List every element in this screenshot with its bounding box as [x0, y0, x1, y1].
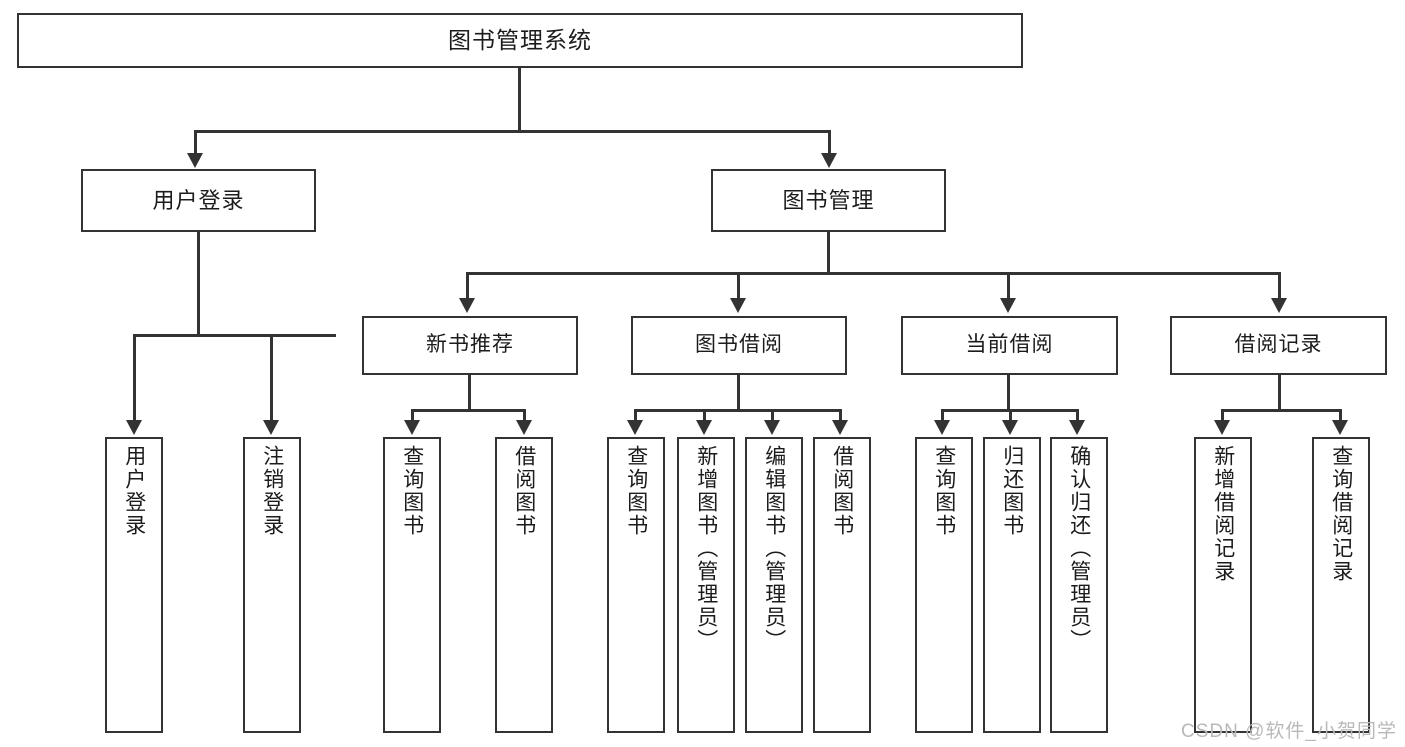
arrowhead-new-book-recommend — [459, 298, 475, 313]
arrowhead-borrow-record-leaf-2 — [1332, 420, 1348, 435]
leaf-add-book-admin[interactable]: 新增图书（管理员） — [677, 437, 735, 733]
connector-book-borrow-trunk — [737, 375, 740, 411]
connector-borrow-record-leaf-2 — [1339, 409, 1342, 421]
connector-current-borrow-trunk — [1007, 375, 1010, 411]
arrowhead-borrow-record — [1271, 298, 1287, 313]
leaf-confirm-return-admin[interactable]: 确认归还（管理员） — [1050, 437, 1108, 733]
connector-new-book-trunk — [468, 375, 471, 411]
arrowhead-book-management — [821, 153, 837, 168]
connector-book-borrow-leaf-3 — [771, 409, 774, 421]
arrowhead-book-borrow-leaf-4 — [832, 420, 848, 435]
node-current-borrow[interactable]: 当前借阅 — [901, 316, 1118, 375]
arrowhead-user-login — [187, 153, 203, 168]
arrowhead-book-borrow-leaf-1 — [627, 420, 643, 435]
leaf-label: 确认归还（管理员） — [1067, 445, 1091, 652]
leaf-query-book-current[interactable]: 查询图书 — [915, 437, 973, 733]
node-label: 借阅记录 — [1234, 333, 1323, 357]
connector-current-borrow-leaf-2 — [1009, 409, 1012, 421]
node-label: 图书管理 — [782, 187, 875, 213]
leaf-label: 注销登录 — [260, 445, 284, 537]
leaf-label: 查询借阅记录 — [1329, 445, 1353, 583]
connector-book-borrow-leaf-1 — [634, 409, 637, 421]
connector-root-bar — [194, 130, 831, 133]
node-label: 当前借阅 — [965, 333, 1054, 357]
connector-to-new-book-recommend — [466, 272, 469, 300]
node-label: 新书推荐 — [426, 333, 514, 357]
node-borrow-record[interactable]: 借阅记录 — [1170, 316, 1387, 375]
node-new-book-recommend[interactable]: 新书推荐 — [362, 316, 578, 375]
leaf-label: 编辑图书（管理员） — [762, 445, 786, 652]
arrowhead-current-borrow-leaf-1 — [934, 420, 950, 435]
leaf-label: 用户登录 — [122, 445, 146, 537]
connector-book-borrow-leaf-4 — [839, 409, 842, 421]
leaf-label: 查询图书 — [932, 445, 956, 537]
connector-current-borrow-leaf-3 — [1076, 409, 1079, 421]
node-label: 图书管理系统 — [448, 27, 592, 54]
connector-user-login-leaf-1 — [133, 334, 136, 421]
leaf-label: 新增借阅记录 — [1211, 445, 1235, 583]
leaf-logout[interactable]: 注销登录 — [243, 437, 301, 733]
connector-to-book-borrow — [737, 272, 740, 300]
connector-book-borrow-bar — [634, 409, 841, 412]
leaf-label: 查询图书 — [400, 445, 424, 537]
arrowhead-current-borrow — [1000, 298, 1016, 313]
connector-borrow-record-bar — [1221, 409, 1341, 412]
node-label: 图书借阅 — [695, 333, 783, 357]
connector-borrow-record-trunk — [1278, 375, 1281, 411]
connector-new-book-leaf-2 — [523, 409, 526, 421]
connector-book-borrow-leaf-2 — [703, 409, 706, 421]
leaf-label: 借阅图书 — [830, 445, 854, 537]
arrowhead-new-book-leaf-2 — [516, 420, 532, 435]
node-label: 用户登录 — [152, 187, 245, 213]
leaf-borrow-book[interactable]: 借阅图书 — [813, 437, 871, 733]
connector-new-book-bar — [411, 409, 526, 412]
leaf-query-borrow-record[interactable]: 查询借阅记录 — [1312, 437, 1370, 733]
arrowhead-current-borrow-leaf-3 — [1069, 420, 1085, 435]
node-root-book-management-system[interactable]: 图书管理系统 — [17, 13, 1023, 68]
arrowhead-leaf-user-login — [126, 420, 142, 435]
arrowhead-book-borrow-leaf-2 — [696, 420, 712, 435]
connector-root-to-book-management — [828, 130, 831, 155]
arrowhead-current-borrow-leaf-2 — [1002, 420, 1018, 435]
leaf-label: 新增图书（管理员） — [694, 445, 718, 652]
connector-level3-bar — [466, 272, 1281, 275]
connector-root-trunk — [518, 68, 521, 130]
leaf-add-borrow-record[interactable]: 新增借阅记录 — [1194, 437, 1252, 733]
connector-current-borrow-leaf-1 — [941, 409, 944, 421]
arrowhead-new-book-leaf-1 — [404, 420, 420, 435]
leaf-borrow-book-recommend[interactable]: 借阅图书 — [495, 437, 553, 733]
leaf-label: 归还图书 — [1000, 445, 1024, 537]
leaf-query-book-borrow[interactable]: 查询图书 — [607, 437, 665, 733]
watermark: CSDN @软件_小贺同学 — [1181, 721, 1397, 742]
connector-book-management-trunk — [827, 232, 830, 274]
arrowhead-borrow-record-leaf-1 — [1214, 420, 1230, 435]
node-book-borrow[interactable]: 图书借阅 — [631, 316, 847, 375]
leaf-label: 借阅图书 — [512, 445, 536, 537]
connector-user-login-trunk — [197, 232, 200, 336]
connector-borrow-record-leaf-1 — [1221, 409, 1224, 421]
node-book-management[interactable]: 图书管理 — [711, 169, 946, 232]
connector-user-login-leaf-2 — [270, 334, 273, 421]
connector-new-book-leaf-1 — [411, 409, 414, 421]
node-user-login[interactable]: 用户登录 — [81, 169, 316, 232]
connector-user-login-bar — [133, 334, 336, 337]
arrowhead-book-borrow — [730, 298, 746, 313]
leaf-return-book[interactable]: 归还图书 — [983, 437, 1041, 733]
leaf-label: 查询图书 — [624, 445, 648, 537]
arrowhead-leaf-logout — [263, 420, 279, 435]
leaf-query-book-recommend[interactable]: 查询图书 — [383, 437, 441, 733]
arrowhead-book-borrow-leaf-3 — [764, 420, 780, 435]
leaf-user-login[interactable]: 用户登录 — [105, 437, 163, 733]
connector-to-borrow-record — [1278, 272, 1281, 300]
leaf-edit-book-admin[interactable]: 编辑图书（管理员） — [745, 437, 803, 733]
connector-to-current-borrow — [1007, 272, 1010, 300]
connector-root-to-user-login — [194, 130, 197, 155]
